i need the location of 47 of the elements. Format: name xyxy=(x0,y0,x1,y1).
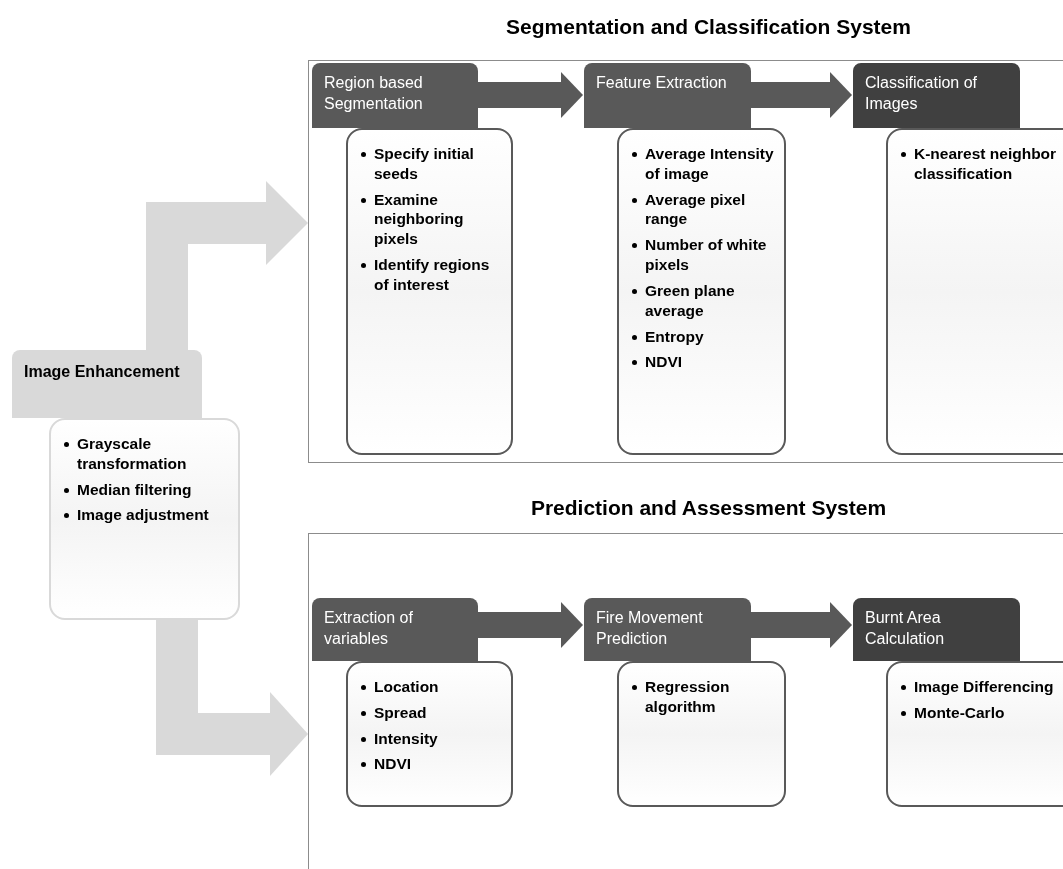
bullet-item: K-nearest neighbor classification xyxy=(914,145,1057,182)
bullet-card xyxy=(886,661,1063,807)
bullet-item: Identify regions of interest xyxy=(374,256,490,293)
panel-title: Segmentation and Classification System xyxy=(505,15,912,39)
bullet-item: Location xyxy=(374,678,439,695)
step-header-box xyxy=(853,598,1020,661)
bullet-item: Spread xyxy=(374,703,427,721)
bullet-item: Image adjustment xyxy=(77,506,209,524)
step-title: Fire Movement Prediction xyxy=(596,608,704,649)
bullet-card xyxy=(346,128,513,455)
bullet-card xyxy=(617,128,786,455)
bullet-item: Intensity xyxy=(374,729,438,747)
step-header-box xyxy=(312,598,478,661)
block-arrow xyxy=(146,181,308,350)
bullet-item: Average pixel range xyxy=(645,190,746,228)
step-title: Extraction of variables xyxy=(324,608,414,649)
step-title: Region based Segmentation xyxy=(324,73,424,114)
bullet-item: Average Intensity of image xyxy=(645,145,774,182)
block-arrow xyxy=(477,602,583,648)
step-title: Image Enhancement xyxy=(24,362,180,382)
step-header-box xyxy=(584,63,751,128)
bullet-item: Number of white pixels xyxy=(645,236,767,274)
block-arrow xyxy=(750,602,852,648)
bullet-item: Green plane average xyxy=(645,281,735,319)
bullet-item: Monte-Carlo xyxy=(914,703,1005,721)
step-title: Burnt Area Calculation xyxy=(865,608,946,649)
step-title: Feature Extraction xyxy=(596,73,727,93)
step-header-box xyxy=(312,63,478,128)
bullet-item: Examine neighboring pixels xyxy=(374,190,464,248)
bullet-card xyxy=(886,128,1063,455)
bullet-item: Grayscale transformation xyxy=(77,435,187,472)
bullet-item: NDVI xyxy=(374,755,412,773)
bullet-item: Median filtering xyxy=(77,480,192,498)
block-arrow xyxy=(156,620,308,776)
bullet-card xyxy=(346,661,513,807)
bullet-item: Image Differencing xyxy=(914,678,1054,695)
step-header-box xyxy=(853,63,1020,128)
step-title: Classification of Images xyxy=(865,73,979,114)
step-header-box xyxy=(12,350,202,418)
bullet-item: NDVI xyxy=(645,353,683,371)
bullet-item: Specify initial seeds xyxy=(374,145,474,182)
bullet-item: Regression algorithm xyxy=(645,678,730,715)
panel-title: Prediction and Assessment System xyxy=(529,496,888,520)
step-header-box xyxy=(584,598,751,661)
bullet-item: Entropy xyxy=(645,327,704,345)
bullet-card xyxy=(49,418,240,620)
bullet-card xyxy=(617,661,786,807)
